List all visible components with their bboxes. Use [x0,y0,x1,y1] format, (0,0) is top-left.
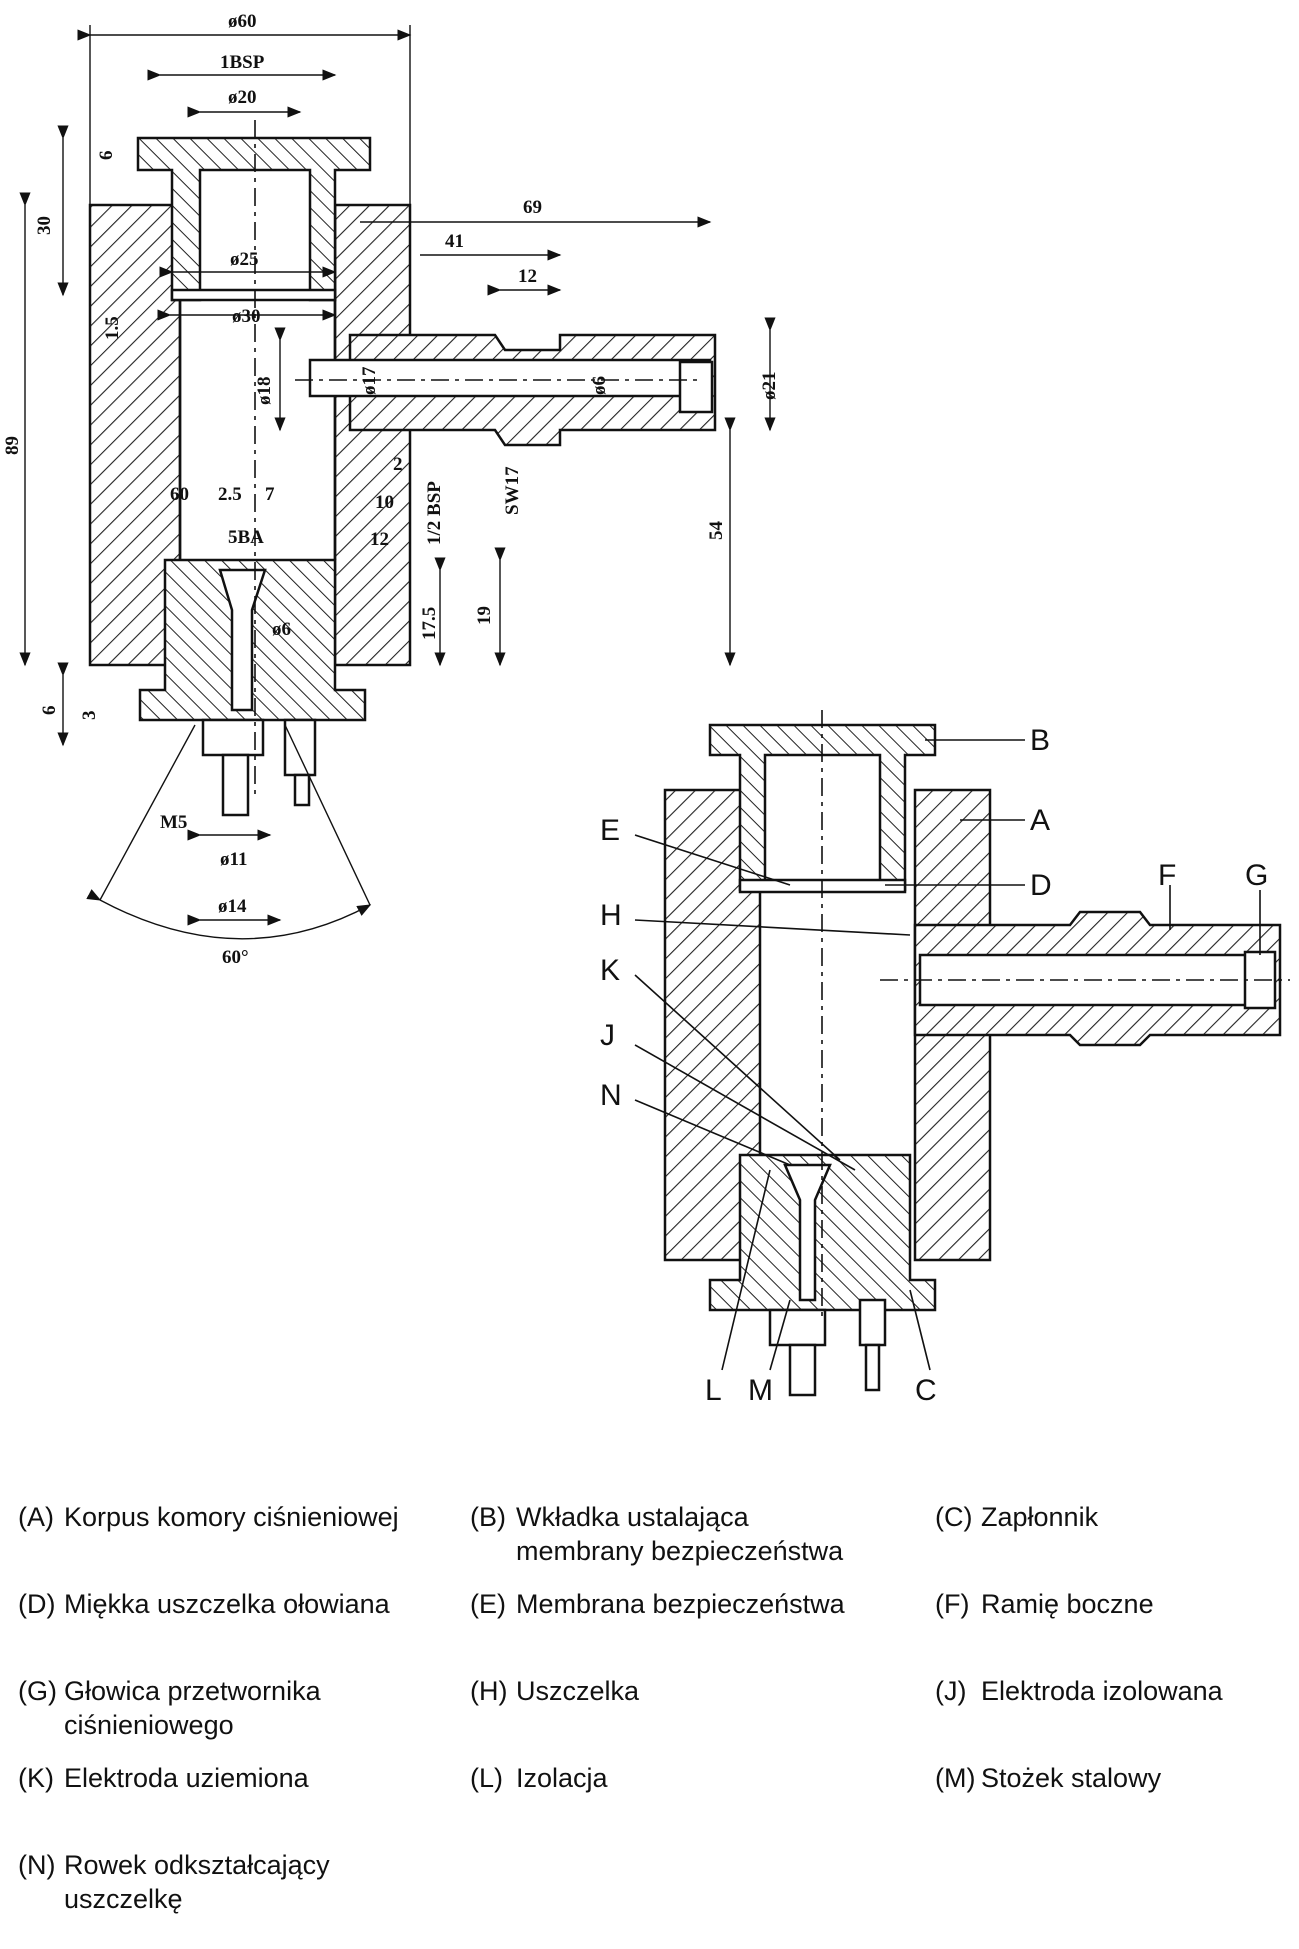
legend-item-k: (K)Elektroda uziemiona [18,1763,309,1793]
dim-d11: ø11 [220,849,247,870]
legend-item-e: (E)Membrana bezpieczeństwa [470,1589,845,1619]
dim-h41: 41 [445,231,464,252]
dimension-labels: ø60 1BSP ø20 6 30 ø25 1.5 ø30 89 ø18 ø17… [2,11,780,968]
dim-v12b: 12 [370,529,389,550]
dim-1bsp: 1BSP [220,52,265,73]
dim-d60: ø60 [228,11,257,32]
callout-k: K [600,954,620,987]
legend-item-n: (N)Rowek odkształcający uszczelkę [18,1850,330,1914]
callout-d: D [1030,869,1052,902]
dimension-lines [19,25,776,940]
dim-d14: ø14 [218,896,247,917]
technical-drawing: ø60 1BSP ø20 6 30 ø25 1.5 ø30 89 ø18 ø17… [2,11,1290,1407]
callout-f: F [1158,859,1176,892]
dimensioned-section-view [88,120,717,817]
dim-d17: ø17 [359,366,380,395]
callout-j: J [600,1019,615,1052]
dim-v3: 3 [79,711,100,721]
dim-d25: ø25 [230,249,259,270]
dim-v17-5: 17.5 [419,607,440,640]
dim-h69: 69 [523,197,542,218]
dim-v10: 10 [375,492,394,513]
callout-h: H [600,899,622,932]
legend-item-j: (J)Elektroda izolowana [935,1676,1223,1706]
dim-d21: ø21 [759,372,780,401]
callout-m: M [748,1374,773,1407]
dim-m5: M5 [160,812,187,833]
body-section [88,203,412,667]
dim-d20: ø20 [228,87,257,108]
dim-h12a: 12 [518,266,537,287]
labelled-section-view [663,710,1290,1397]
dim-sw17: SW17 [502,466,523,515]
dim-h2-5: 2.5 [218,484,242,505]
legend: (A)Korpus komory ciśnieniowej (B)Wkładka… [0,1480,1299,1940]
top-insert-section [136,136,372,302]
dim-v6b: 6 [39,706,60,716]
callout-e: E [600,814,620,847]
dim-v54: 54 [706,521,727,541]
callout-a: A [1030,804,1050,837]
legend-item-c: (C)Zapłonnik [935,1502,1099,1532]
leader-lines [634,739,1261,1371]
callout-labels: B A D F G E H K J N L M C [600,724,1268,1407]
dim-v89: 89 [2,436,23,455]
dim-a60deg: 60° [222,947,249,968]
callout-n: N [600,1079,622,1112]
legend-item-a: (A)Korpus komory ciśnieniowej [18,1502,399,1532]
legend-item-f: (F)Ramię boczne [935,1589,1154,1619]
dim-v6a: 6 [96,151,117,161]
dim-d6b: ø6 [272,619,291,640]
callout-c: C [915,1374,937,1407]
dim-5ba: 5BA [228,527,264,548]
callout-g: G [1245,859,1268,892]
legend-item-b: (B)Wkładka ustalająca membrany bezpiecze… [470,1502,844,1566]
dim-d30: ø30 [232,306,261,327]
dim-v2: 2 [393,454,403,475]
legend-item-d: (D)Miękka uszczelka ołowiana [18,1589,390,1619]
legend-item-m: (M)Stożek stalowy [935,1763,1162,1793]
dim-d6a: ø6 [589,376,610,395]
legend-item-g: (G)Głowica przetwornika ciśnieniowego [18,1676,321,1740]
callout-b: B [1030,724,1050,757]
callout-l: L [705,1374,722,1407]
dim-d18: ø18 [254,377,275,406]
dim-a60: 60 [170,484,189,505]
dim-h7: 7 [265,484,275,505]
dim-v1-5: 1.5 [102,316,123,340]
dim-half-bsp: 1/2 BSP [424,481,445,545]
bottom-plug-section [138,558,367,817]
legend-item-h: (H)Uszczelka [470,1676,640,1706]
dim-v30: 30 [34,216,55,235]
legend-item-l: (L)Izolacja [470,1763,608,1793]
side-arm-section [308,333,717,447]
dim-v19: 19 [474,606,495,625]
